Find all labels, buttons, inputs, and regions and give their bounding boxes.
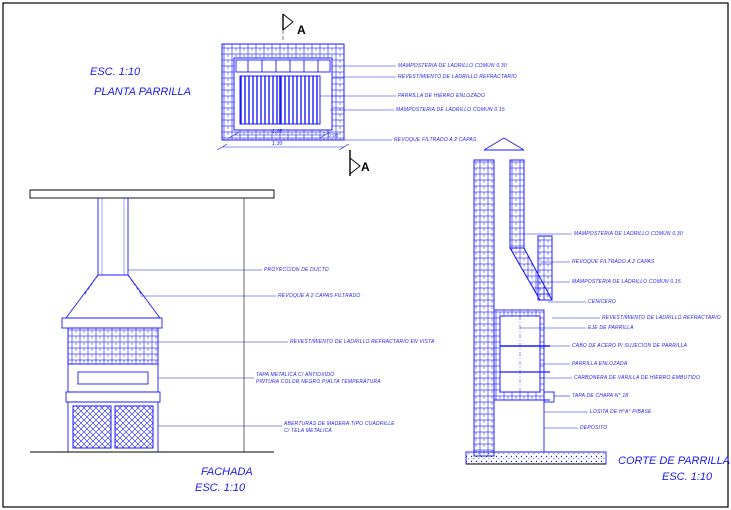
section-note: TAPA DE CHAPA N° 18 — [572, 393, 629, 399]
facade-title: FACHADA — [201, 466, 253, 478]
section-note: DEPOSITO — [580, 425, 608, 431]
section-title: CORTE DE PARRILLA — [618, 455, 731, 467]
facade-note: ABERTURAS DE MADERA TIPO CUADRILLE — [284, 421, 395, 427]
plan-note: MAMPOSTERIA DE LADRILLO COMUN 0.30 — [398, 63, 507, 69]
plan-note: MAMPOSTERIA DE LADRILLO COMUN 0.15 — [396, 107, 505, 113]
facade-note: REVESTIMIENTO DE LADRILLO REFRACTARIO EN… — [290, 339, 435, 345]
section-note: CABO DE ACERO P/ SUJECION DE PARRILLA — [572, 343, 688, 349]
plan-dim-inner: 1.05 — [272, 129, 283, 135]
facade-view — [29, 189, 275, 453]
plan-dim-side: 0.08 — [328, 133, 339, 139]
plan-note: REVOQUE FILTRADO A 2 CAPAS — [394, 137, 477, 143]
facade-note: PROYECCION DE DUCTO — [264, 267, 329, 273]
facade-note: PINTURA COLOR NEGRO P/ALTA TEMPERATURA — [256, 379, 381, 385]
facade-scale: ESC. 1:10 — [195, 482, 246, 494]
section-note: MAMPOSTERIA DE LADRILLO COMUN 0.30 — [574, 231, 683, 237]
section-note: CENICERO — [588, 299, 616, 305]
plan-note: REVESTIMIENTO DE LADRILLO REFRACTARIO — [398, 74, 517, 80]
section-note: CARBONERA DE VARILLA DE HIERRO EMBUTIDO — [574, 375, 701, 381]
section-note: REVESTIMIENTO DE LADRILLO REFRACTARIO — [602, 315, 721, 321]
facade-note: REVOQUE A 2 CAPAS FILTRADO — [278, 293, 361, 299]
facade-note: C/ TELA METALICA — [284, 428, 332, 434]
facade-note: TAPA METALICA C/ ANTIOXIDO — [256, 372, 335, 378]
plan-title: PLANTA PARRILLA — [94, 86, 191, 98]
section-scale: ESC. 1:10 — [662, 471, 713, 483]
plan-dim-outer: 1.30 — [272, 141, 283, 147]
section-note: EJE DE PARRILLA — [588, 325, 634, 331]
plan-view — [216, 13, 361, 176]
section-view — [465, 137, 607, 465]
plan-scale: ESC. 1:10 — [90, 66, 141, 78]
section-note: REVOQUE FILTRADO A 2 CAPAS — [572, 259, 655, 265]
section-marker-bottom: A — [361, 160, 370, 174]
plan-note: PARRILLA DE HIERRO ENLOZADO — [398, 93, 486, 99]
section-marker-top: A — [297, 23, 306, 37]
section-note: LOSITA DE H°A° P/BASE — [590, 409, 652, 415]
section-note: MAMPOSTERIA DE LADRILLO COMUN 0.15 — [572, 279, 681, 285]
section-note: PARRILLA ENLOZADA — [572, 361, 628, 367]
